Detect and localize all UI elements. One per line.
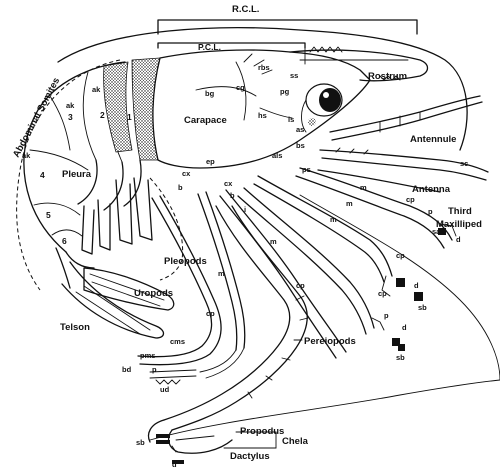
label-als: als: [272, 151, 282, 160]
label-pcl: P.C.L.: [198, 42, 221, 52]
label-bg: bg: [205, 89, 215, 98]
label-somite-1: 1: [127, 112, 132, 122]
label-b-1: b: [178, 183, 183, 192]
label-d-1: d: [456, 235, 461, 244]
label-dactylus: Dactylus: [230, 451, 270, 462]
label-ak-3: ak: [66, 101, 75, 110]
antennule: [329, 95, 483, 141]
label-m-3: m: [330, 215, 337, 224]
label-somite-4: 4: [40, 170, 45, 180]
posterior-leg: [137, 195, 222, 385]
label-antenna: Antenna: [412, 184, 451, 195]
label-rbs: rbs: [258, 63, 270, 72]
label-cp-1: cp: [406, 195, 415, 204]
label-i: i: [244, 205, 246, 214]
abdomen: [23, 61, 142, 269]
label-hs: hs: [258, 111, 267, 120]
label-propodus: Propodus: [240, 426, 284, 437]
rcl-bracket: [157, 19, 418, 35]
label-cg: cg: [236, 83, 245, 92]
pcl-bracket: [157, 42, 306, 65]
label-pleopods: Pleopods: [164, 256, 207, 267]
leader-lines: [171, 431, 277, 453]
label-cp-2: cp: [396, 251, 405, 260]
label-somite-3: 3: [68, 112, 73, 122]
abdominal-somites-dashed-line: [16, 59, 121, 291]
label-carapace: Carapace: [184, 115, 227, 126]
label-cx-2: cx: [224, 179, 233, 188]
label-antennule: Antennule: [410, 134, 456, 145]
label-p-2: p: [384, 311, 389, 320]
label-bd: bd: [122, 365, 132, 374]
label-is: is: [288, 115, 294, 124]
label-cp-5: cp: [206, 309, 215, 318]
label-ak-2: ak: [92, 85, 101, 94]
label-third: Third: [448, 206, 472, 217]
label-ud: ud: [160, 385, 170, 394]
eye: [301, 83, 343, 133]
label-ep: ep: [206, 157, 215, 166]
third-maxilliped: [295, 167, 457, 249]
label-ak-4: ak: [22, 151, 31, 160]
label-m-4: m: [270, 237, 277, 246]
label-d-2: d: [414, 281, 419, 290]
label-cp-4: cp: [296, 281, 305, 290]
carapace: [152, 46, 429, 169]
antenna: [317, 147, 489, 193]
label-cms: cms: [170, 337, 185, 346]
label-cx-1: cx: [182, 169, 191, 178]
label-m-1: m: [360, 183, 367, 192]
label-pms: pms: [140, 351, 155, 360]
label-d-left: d: [172, 460, 177, 469]
uropods-telson: [55, 247, 175, 339]
antenna-flagellum-base: [149, 379, 500, 441]
label-ps: ps: [302, 165, 311, 174]
label-rcl: R.C.L.: [232, 4, 259, 15]
label-d-3: d: [402, 323, 407, 332]
label-somite-6: 6: [62, 236, 67, 246]
label-abdominal-somites: Abdominal Somites: [11, 76, 62, 159]
antenna-flagellum-lower: [299, 194, 500, 381]
pereiopods: [197, 175, 423, 379]
label-m-5: m: [218, 269, 225, 278]
label-chela: Chela: [282, 436, 309, 447]
pleopods: [81, 177, 184, 281]
label-rostrum: Rostrum: [368, 71, 407, 82]
label-somite-5: 5: [46, 210, 51, 220]
label-sb-1: sb: [418, 303, 427, 312]
label-pleura: Pleura: [62, 169, 92, 180]
label-uropods: Uropods: [134, 288, 173, 299]
cheliped: [147, 205, 309, 464]
label-ss: ss: [290, 71, 298, 80]
articular-membrane-2: [132, 58, 160, 160]
label-pg: pg: [280, 87, 290, 96]
label-as: as: [296, 125, 304, 134]
articular-membrane-1: [103, 62, 132, 152]
label-maxilliped: Maxilliped: [436, 219, 482, 230]
label-sb-2: sb: [396, 353, 405, 362]
label-b-2: b: [230, 191, 235, 200]
label-telson: Telson: [60, 322, 90, 333]
label-cp-3: cp: [378, 289, 387, 298]
label-p-1: p: [428, 207, 433, 216]
label-p-3: p: [152, 365, 157, 374]
label-somite-2: 2: [100, 110, 105, 120]
label-m-2: m: [346, 199, 353, 208]
label-pereiopods: Pereiopods: [304, 336, 356, 347]
label-bs: bs: [296, 141, 305, 150]
antenna-flagellum-upper: [57, 27, 468, 151]
label-sc: sc: [460, 159, 468, 168]
label-sa: sa: [432, 227, 441, 236]
label-sb-3: sb: [136, 438, 145, 447]
